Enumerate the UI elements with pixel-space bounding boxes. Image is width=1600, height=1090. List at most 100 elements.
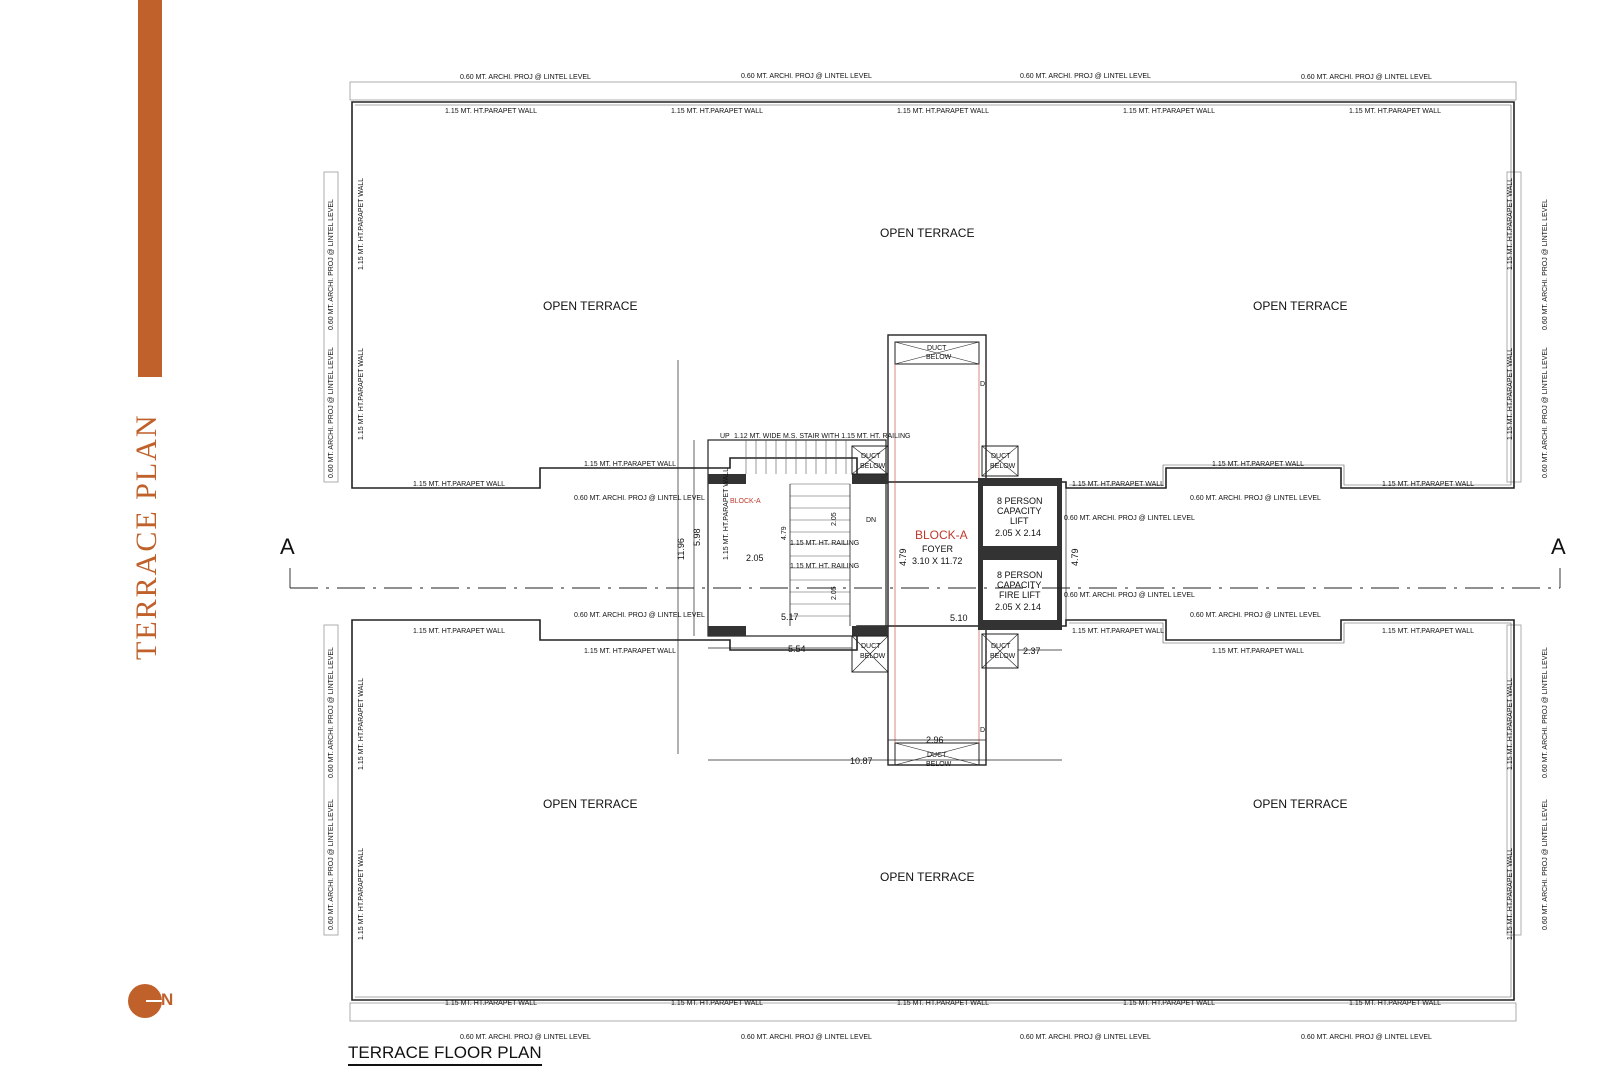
archi-proj-label: 0.60 MT. ARCHI. PROJ @ LINTEL LEVEL <box>1190 612 1321 619</box>
archi-proj-label: 0.60 MT. ARCHI. PROJ @ LINTEL LEVEL <box>460 74 591 81</box>
dimension-lines <box>677 360 1067 761</box>
parapet-label: 1.15 MT. HT.PARAPET WALL <box>358 178 365 270</box>
stair-note: 1.12 MT. WIDE M.S. STAIR WITH 1.15 MT. H… <box>734 433 910 440</box>
open-terrace-label: OPEN TERRACE <box>543 299 637 313</box>
dim-stair-length: 5.17 <box>781 612 799 622</box>
fire-lift-label-line1: 8 PERSON <box>997 570 1043 580</box>
open-terrace-label: OPEN TERRACE <box>880 870 974 884</box>
section-marker-right: A <box>1551 534 1566 559</box>
duct-label: DUCT <box>991 453 1011 460</box>
duct-label: DUCT <box>861 453 881 460</box>
duct-label: DUCT <box>927 345 947 352</box>
dim-foyer-length: 5.10 <box>950 613 968 623</box>
parapet-label: 1.15 MT. HT.PARAPET WALL <box>445 108 537 115</box>
archi-proj-label: 0.60 MT. ARCHI. PROJ @ LINTEL LEVEL <box>1542 647 1549 778</box>
parapet-label: 1.15 MT. HT.PARAPET WALL <box>1507 178 1514 270</box>
duct-label: DUCT <box>927 752 947 759</box>
railing-label: 1.15 MT. HT. RAILING <box>790 563 859 570</box>
archi-proj-label: 0.60 MT. ARCHI. PROJ @ LINTEL LEVEL <box>328 647 335 778</box>
parapet-label: 1.15 MT. HT.PARAPET WALL <box>897 1000 989 1007</box>
open-terrace-label: OPEN TERRACE <box>543 797 637 811</box>
dim-overall-height: 11.96 <box>676 538 686 560</box>
dim-stair-flight: 4.79 <box>781 526 788 540</box>
dim-lift-offset: 2.37 <box>1023 646 1041 656</box>
below-label: BELOW <box>926 354 952 361</box>
section-marker-left: A <box>280 534 295 559</box>
archi-proj-label: 0.60 MT. ARCHI. PROJ @ LINTEL LEVEL <box>1064 515 1195 522</box>
parapet-label: 1.15 MT. HT.PARAPET WALL <box>1212 461 1304 468</box>
railing-label: 1.15 MT. HT. RAILING <box>790 540 859 547</box>
archi-proj-label: 0.60 MT. ARCHI. PROJ @ LINTEL LEVEL <box>741 1034 872 1041</box>
lift-size-label: 2.05 X 2.14 <box>995 528 1041 538</box>
parapet-label: 1.15 MT. HT.PARAPET WALL <box>445 1000 537 1007</box>
lift-label-line3: LIFT <box>1010 516 1029 526</box>
below-label: BELOW <box>990 653 1016 660</box>
door-label: D <box>980 727 985 734</box>
parapet-label: 1.15 MT. HT.PARAPET WALL <box>1123 1000 1215 1007</box>
open-terrace-label: OPEN TERRACE <box>1253 797 1347 811</box>
fire-lift-label-line3: FIRE LIFT <box>999 590 1041 600</box>
archi-proj-label: 0.60 MT. ARCHI. PROJ @ LINTEL LEVEL <box>741 73 872 80</box>
plan-title: TERRACE FLOOR PLAN <box>348 1043 542 1066</box>
stair-block <box>707 439 889 673</box>
archi-proj-label: 0.60 MT. ARCHI. PROJ @ LINTEL LEVEL <box>574 612 705 619</box>
archi-proj-label: 0.60 MT. ARCHI. PROJ @ LINTEL LEVEL <box>328 799 335 930</box>
parapet-label: 1.15 MT. HT.PARAPET WALL <box>1349 1000 1441 1007</box>
archi-proj-label: 0.60 MT. ARCHI. PROJ @ LINTEL LEVEL <box>1020 1034 1151 1041</box>
parapet-label: 1.15 MT. HT.PARAPET WALL <box>1123 108 1215 115</box>
north-label: N <box>161 990 174 1009</box>
open-terrace-label: OPEN TERRACE <box>880 226 974 240</box>
dim-stair-width: 2.05 <box>746 553 764 563</box>
lift-label-line2: CAPACITY <box>997 506 1041 516</box>
archi-proj-label: 0.60 MT. ARCHI. PROJ @ LINTEL LEVEL <box>1064 592 1195 599</box>
parapet-label: 1.15 MT. HT.PARAPET WALL <box>1507 848 1514 940</box>
foyer-size-label: 3.10 X 11.72 <box>912 556 962 566</box>
below-label: BELOW <box>860 653 886 660</box>
archi-proj-label: 0.60 MT. ARCHI. PROJ @ LINTEL LEVEL <box>1301 74 1432 81</box>
door-label: D <box>980 381 985 388</box>
foyer-block-label: BLOCK-A <box>915 528 968 542</box>
stair-block-tag: BLOCK-A <box>730 498 761 505</box>
parapet-label: 1.15 MT. HT.PARAPET WALL <box>1212 648 1304 655</box>
fire-lift-size-label: 2.05 X 2.14 <box>995 602 1041 612</box>
parapet-label: 1.15 MT. HT.PARAPET WALL <box>413 481 505 488</box>
lift-block <box>978 445 1062 669</box>
parapet-label: 1.15 MT. HT.PARAPET WALL <box>584 461 676 468</box>
parapet-label: 1.15 MT. HT.PARAPET WALL <box>358 678 365 770</box>
parapet-label: 1.15 MT. HT.PARAPET WALL <box>1072 628 1164 635</box>
duct-label: DUCT <box>861 643 881 650</box>
parapet-label: 1.15 MT. HT.PARAPET WALL <box>671 1000 763 1007</box>
dim-core-width: 5.54 <box>788 644 806 654</box>
archi-proj-label: 0.60 MT. ARCHI. PROJ @ LINTEL LEVEL <box>1542 799 1549 930</box>
dim-lift-height: 4.79 <box>1070 548 1080 566</box>
dim-stair-run-2: 2.05 <box>831 586 838 600</box>
north-compass-icon <box>128 984 162 1018</box>
top-parapet-outline <box>351 101 1515 489</box>
open-terrace-label: OPEN TERRACE <box>1253 299 1347 313</box>
parapet-label: 1.15 MT. HT.PARAPET WALL <box>1382 628 1474 635</box>
dim-foyer-height: 4.79 <box>898 548 908 566</box>
parapet-label: 1.15 MT. HT.PARAPET WALL <box>584 648 676 655</box>
archi-proj-label: 0.60 MT. ARCHI. PROJ @ LINTEL LEVEL <box>460 1034 591 1041</box>
archi-proj-label: 0.60 MT. ARCHI. PROJ @ LINTEL LEVEL <box>1542 347 1549 478</box>
dim-overall-width: 10.87 <box>850 756 873 766</box>
parapet-label: 1.15 MT. HT.PARAPET WALL <box>1382 481 1474 488</box>
foyer-name-label: FOYER <box>922 544 954 554</box>
archi-proj-label: 0.60 MT. ARCHI. PROJ @ LINTEL LEVEL <box>1301 1034 1432 1041</box>
archi-proj-label: 0.60 MT. ARCHI. PROJ @ LINTEL LEVEL <box>1542 199 1549 330</box>
parapet-label: 1.15 MT. HT.PARAPET WALL <box>1072 481 1164 488</box>
lift-label-line1: 8 PERSON <box>997 496 1043 506</box>
fire-lift-label-line2: CAPACITY <box>997 580 1041 590</box>
below-label: BELOW <box>990 463 1016 470</box>
parapet-label: 1.15 MT. HT.PARAPET WALL <box>358 848 365 940</box>
duct-label: DUCT <box>991 643 1011 650</box>
dn-label: DN <box>866 517 876 524</box>
parapet-label: 1.15 MT. HT.PARAPET WALL <box>723 468 730 560</box>
dim-duct-width: 2.96 <box>926 735 944 745</box>
parapet-label: 1.15 MT. HT.PARAPET WALL <box>413 628 505 635</box>
dim-stair-height: 5.98 <box>692 528 702 546</box>
parapet-label: 1.15 MT. HT.PARAPET WALL <box>897 108 989 115</box>
parapet-label: 1.15 MT. HT.PARAPET WALL <box>1507 348 1514 440</box>
